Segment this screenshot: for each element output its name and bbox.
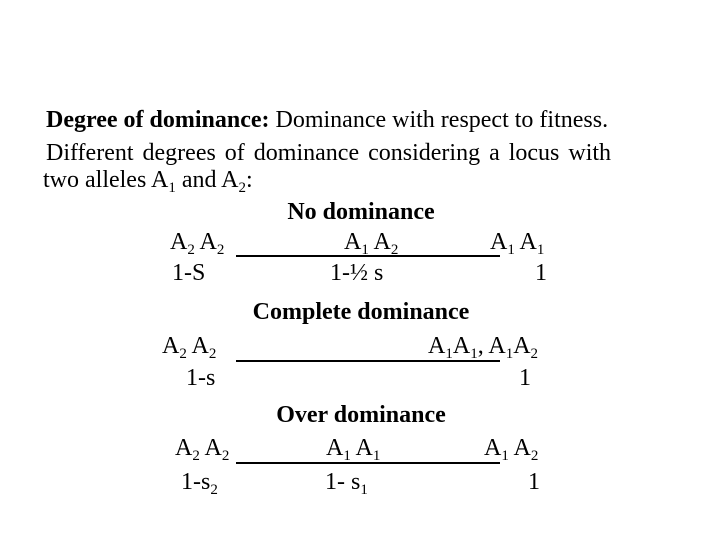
fitness-right: 1 [519, 365, 531, 391]
genotype-right: A1 A1 [490, 229, 545, 258]
intro-line-3: two alleles A1 and A2: [43, 167, 253, 196]
genotype-middle: A1 A2 [344, 229, 399, 258]
dominance-scale-line [236, 360, 500, 362]
fitness-right: 1 [528, 469, 540, 495]
fitness-middle: 1-½ s [330, 260, 384, 286]
fitness-left: 1-s2 [181, 469, 218, 498]
fitness-left: 1-S [172, 260, 206, 286]
section-title-no-dominance: No dominance [287, 199, 435, 225]
fitness-right: 1 [535, 260, 547, 286]
dominance-scale-line [236, 462, 500, 464]
genotype-left: A2 A2 [162, 333, 217, 362]
fitness-middle: 1- s1 [325, 469, 368, 498]
section-title-complete-dominance: Complete dominance [252, 299, 470, 325]
intro-line-1: Degree of dominance: Dominance with resp… [46, 106, 608, 134]
genotype-right: A1A1, A1A2 [428, 333, 539, 362]
fitness-left: 1-s [186, 365, 216, 391]
genotype-middle: A1 A1 [326, 435, 381, 464]
genotype-left: A2 A2 [170, 229, 225, 258]
heading-term: Degree of dominance: [46, 107, 270, 133]
heading-definition: Dominance with respect to fitness. [269, 107, 609, 133]
genotype-right: A1 A2 [484, 435, 539, 464]
dominance-scale-line [236, 255, 500, 257]
intro-line-2: Different degrees of dominance consideri… [46, 140, 612, 166]
genotype-left: A2 A2 [175, 435, 230, 464]
section-title-over-dominance: Over dominance [276, 402, 446, 428]
